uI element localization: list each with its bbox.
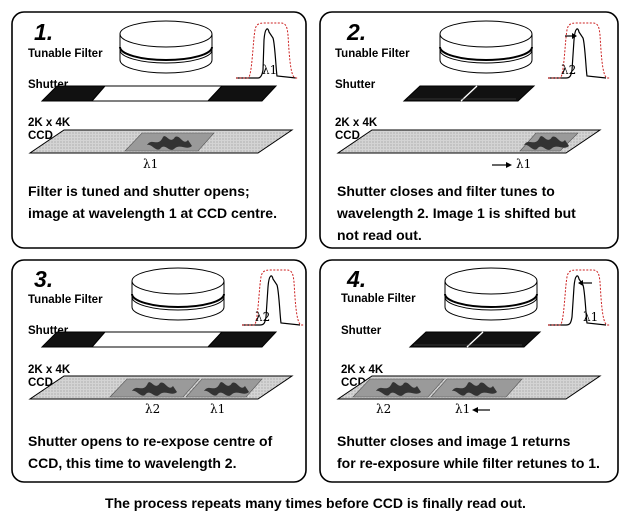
panel-2-caption-line-3: not read out.	[337, 227, 422, 243]
panel-3-tunable-filter-label: Tunable Filter	[28, 294, 103, 306]
panel-2-filter-profile: λ2	[548, 22, 610, 79]
panel-1-filter-wavelength: λ1	[262, 63, 277, 77]
panel-4-filter-profile: λ1	[548, 269, 610, 326]
panel-3-ccd-wavelength-left: λ2	[145, 402, 160, 416]
panel-2-ccd-label: CCD	[335, 130, 360, 142]
panel-4-number: 4.	[346, 266, 366, 292]
panel-4-caption-line-2: for re-exposure while filter retunes to …	[337, 455, 600, 471]
panel-3-ccd-label: CCD	[28, 377, 53, 389]
panel-1-caption-line-2: image at wavelength 1 at CCD centre.	[28, 205, 277, 221]
panel-3-shutter	[40, 331, 278, 348]
panel-3-filter-profile: λ2	[242, 269, 304, 326]
panel-2-shutter	[402, 85, 536, 102]
panel-2-tunable-filter	[439, 20, 533, 74]
panel-2-caption-line-1: Shutter closes and filter tunes to	[337, 183, 555, 199]
panel-1-ccd-size-label: 2K x 4K	[28, 117, 71, 129]
panel-4-shutter	[408, 331, 542, 348]
panel-4-caption-line-1: Shutter closes and image 1 returns	[337, 433, 571, 449]
panel-3-frame	[11, 259, 307, 483]
panel-1-ccd-wavelength: λ1	[143, 157, 158, 171]
panel-1-filter-profile: λ1	[236, 22, 298, 79]
panel-3-ccd: λ2 λ1	[28, 375, 294, 416]
panel-2-number: 2.	[346, 19, 366, 45]
panel-1-number: 1.	[34, 19, 53, 45]
panel-3-ccd-wavelength-right: λ1	[210, 402, 225, 416]
panel-4: 4. Tunable Filter Shutter 2K x 4K CCD λ1	[319, 259, 619, 483]
panel-1: 1. Tunable Filter Shutter 2K x 4K CCD λ1	[11, 11, 307, 249]
panel-3-tunable-filter	[131, 267, 225, 321]
panel-1-caption-line-1: Filter is tuned and shutter opens;	[28, 183, 250, 199]
panel-2-filter-wavelength: λ2	[561, 63, 576, 77]
panel-2-ccd-wavelength: λ1	[516, 157, 531, 171]
panel-4-tunable-filter	[444, 267, 538, 321]
panel-4-filter-wavelength: λ1	[583, 310, 598, 324]
panel-1-tunable-filter-label: Tunable Filter	[28, 48, 103, 60]
panel-2-caption-line-2: wavelength 2. Image 1 is shifted but	[336, 205, 576, 221]
panel-3-caption-line-2: CCD, this time to wavelength 2.	[28, 455, 236, 471]
panel-2-ccd: λ1	[336, 129, 602, 171]
panel-2-ccd-size-label: 2K x 4K	[335, 117, 378, 129]
panel-4-frame	[319, 259, 619, 483]
panel-2: 2. Tunable Filter Shutter 2K x 4K CCD λ2	[319, 11, 619, 249]
panel-1-ccd: λ1	[28, 129, 294, 171]
panel-4-shutter-label: Shutter	[341, 325, 382, 337]
panel-2-tunable-filter-label: Tunable Filter	[335, 48, 410, 60]
panel-4-ccd-size-label: 2K x 4K	[341, 364, 384, 376]
panel-3-filter-wavelength: λ2	[255, 310, 270, 324]
panel-4-ccd-wavelength-left: λ2	[376, 402, 391, 416]
panel-1-shutter	[40, 85, 278, 102]
panel-3-number: 3.	[34, 266, 53, 292]
panel-1-tunable-filter	[119, 20, 213, 74]
panel-4-tunable-filter-label: Tunable Filter	[341, 293, 416, 305]
panel-3-caption-line-1: Shutter opens to re-expose centre of	[28, 433, 273, 449]
panel-1-ccd-label: CCD	[28, 130, 53, 142]
panel-4-ccd-wavelength-right: λ1	[455, 402, 470, 416]
footer-note: The process repeats many times before CC…	[105, 495, 526, 511]
panel-3-ccd-size-label: 2K x 4K	[28, 364, 71, 376]
panel-2-shutter-label: Shutter	[335, 79, 376, 91]
panel-4-ccd: λ2 λ1	[336, 375, 602, 416]
panel-3: 3. Tunable Filter Shutter 2K x 4K CCD λ2	[11, 259, 307, 483]
